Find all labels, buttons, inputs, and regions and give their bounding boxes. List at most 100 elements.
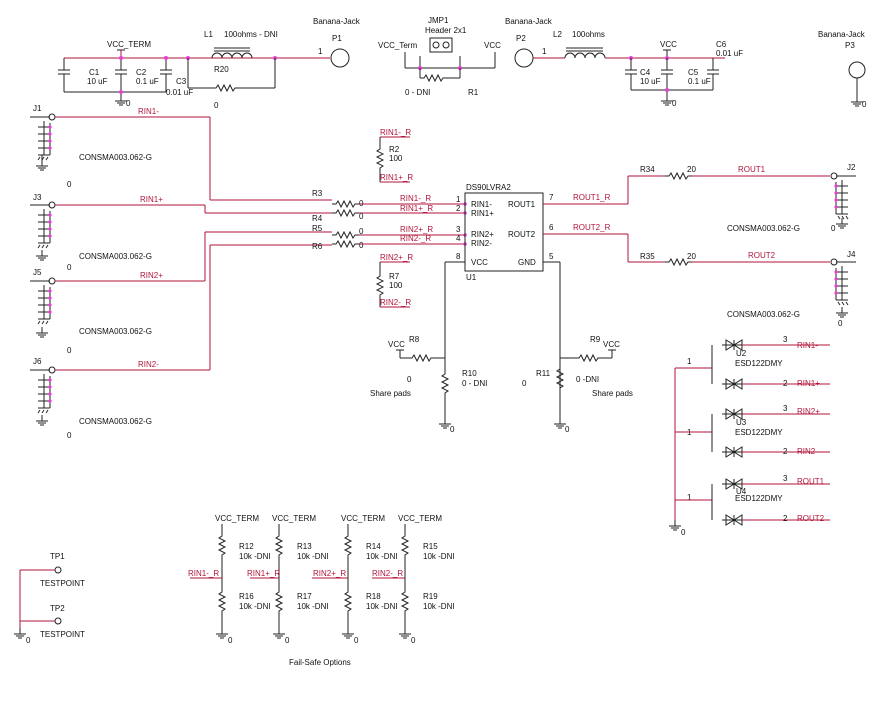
r16-ref: R16 bbox=[239, 592, 254, 601]
u3-pin2: 2 bbox=[783, 447, 788, 456]
net-rout2-r: ROUT2_R bbox=[573, 223, 611, 232]
ic-rin1m: RIN1- bbox=[471, 200, 492, 209]
ic-name: DS90LVRA2 bbox=[466, 183, 511, 192]
fs-vcc-term-1: VCC_TERM bbox=[215, 514, 259, 523]
j4-part: CONSMA003.062-G bbox=[727, 310, 800, 319]
fs-gnd-4: 0 bbox=[411, 636, 416, 645]
gnd-r11: 0 bbox=[565, 425, 570, 434]
r19-value: 10k -DNI bbox=[423, 602, 455, 611]
j2-gnd: 0 bbox=[831, 224, 836, 233]
gnd-r10: 0 bbox=[450, 425, 455, 434]
fs-gnd-1: 0 bbox=[228, 636, 233, 645]
tp-gnd: 0 bbox=[26, 636, 31, 645]
share-vcc-right: VCC bbox=[603, 340, 620, 349]
net-rout1: ROUT1 bbox=[738, 165, 766, 174]
u2-pin2: 2 bbox=[783, 379, 788, 388]
jmp-left-label: VCC_Term bbox=[378, 41, 417, 50]
u3-pin3: 3 bbox=[783, 404, 788, 413]
u4-ref: U4 bbox=[736, 487, 747, 496]
ic-pin5: 5 bbox=[549, 252, 554, 261]
c2-value: 0.1 uF bbox=[136, 77, 159, 86]
net-rin2p: RIN2+ bbox=[140, 271, 163, 280]
fs-net-rin1m: RIN1-_R bbox=[188, 569, 219, 578]
r2-value: 100 bbox=[389, 154, 403, 163]
u2-pin3: 3 bbox=[783, 335, 788, 344]
r8-ref: R8 bbox=[409, 335, 420, 344]
r7-ref: R7 bbox=[389, 272, 400, 281]
c6-value: 0.01 uF bbox=[716, 49, 743, 58]
r3-ref: R3 bbox=[312, 189, 323, 198]
l2-value: 100ohms bbox=[572, 30, 605, 39]
l1-ref: L1 bbox=[204, 30, 213, 39]
tp2-type: TESTPOINT bbox=[40, 630, 85, 639]
share-pads-right: Share pads bbox=[592, 389, 633, 398]
net-rin2m-r-b: RIN2-_R bbox=[380, 298, 411, 307]
ic-pin4: 4 bbox=[456, 234, 461, 243]
r4-ref: R4 bbox=[312, 214, 323, 223]
r17-ref: R17 bbox=[297, 592, 312, 601]
u2-net1: RIN1- bbox=[797, 341, 818, 350]
r19-ref: R19 bbox=[423, 592, 438, 601]
r2-ref: R2 bbox=[389, 145, 400, 154]
j1-part: CONSMA003.062-G bbox=[79, 153, 152, 162]
r12-value: 10k -DNI bbox=[239, 552, 271, 561]
j6-gnd: 0 bbox=[67, 431, 72, 440]
r16-value: 10k -DNI bbox=[239, 602, 271, 611]
tp2-ref: TP2 bbox=[50, 604, 65, 613]
j5-ref: J5 bbox=[33, 268, 42, 277]
r14-ref: R14 bbox=[366, 542, 381, 551]
c5-ref: C5 bbox=[688, 68, 699, 77]
r5-value: 0 bbox=[359, 227, 364, 236]
j4-ref: J4 bbox=[847, 250, 856, 259]
net-rout1-r: ROUT1_R bbox=[573, 193, 611, 202]
u3-net2: RIN2- bbox=[797, 447, 818, 456]
p3-ref: P3 bbox=[845, 41, 855, 50]
r35-ref: R35 bbox=[640, 252, 655, 261]
u3-net1: RIN2+ bbox=[797, 407, 820, 416]
r10-value: 0 - DNI bbox=[462, 379, 487, 388]
net-rout2: ROUT2 bbox=[748, 251, 776, 260]
jmp1-type: Header 2x1 bbox=[425, 26, 467, 35]
r1-value: 0 - DNI bbox=[405, 88, 430, 97]
j6-ref: J6 bbox=[33, 357, 42, 366]
c4-value: 10 uF bbox=[640, 77, 661, 86]
r20-ref: R20 bbox=[214, 65, 229, 74]
u4-net2: ROUT2 bbox=[797, 514, 825, 523]
j1-ref: J1 bbox=[33, 104, 42, 113]
r18-ref: R18 bbox=[366, 592, 381, 601]
l1-value: 100ohms - DNI bbox=[224, 30, 278, 39]
ic-ref: U1 bbox=[466, 273, 477, 282]
net-rin1m: RIN1- bbox=[138, 107, 159, 116]
j3-part: CONSMA003.062-G bbox=[79, 252, 152, 261]
r14-value: 10k -DNI bbox=[366, 552, 398, 561]
net-rin1p: RIN1+ bbox=[140, 195, 163, 204]
u4-part: ESD122DMY bbox=[735, 494, 783, 503]
c3-ref: C3 bbox=[176, 77, 187, 86]
fs-vcc-term-3: VCC_TERM bbox=[341, 514, 385, 523]
r18-value: 10k -DNI bbox=[366, 602, 398, 611]
ic-rout1: ROUT1 bbox=[508, 200, 536, 209]
r17-value: 10k -DNI bbox=[297, 602, 329, 611]
ic-rin2m: RIN2- bbox=[471, 239, 492, 248]
ic-pin7: 7 bbox=[549, 193, 554, 202]
gnd-label-2: 0 bbox=[672, 99, 677, 108]
r6-value: 0 bbox=[359, 241, 364, 250]
ic-rout2: ROUT2 bbox=[508, 230, 536, 239]
ic-pin2: 2 bbox=[456, 204, 461, 213]
c1-ref: C1 bbox=[89, 68, 100, 77]
ic-pin6: 6 bbox=[549, 223, 554, 232]
c4-ref: C4 bbox=[640, 68, 651, 77]
c6-ref: C6 bbox=[716, 40, 727, 49]
jmp1-ref: JMP1 bbox=[428, 16, 449, 25]
ic-pin3: 3 bbox=[456, 225, 461, 234]
r12-ref: R12 bbox=[239, 542, 254, 551]
u4-pin3: 3 bbox=[783, 474, 788, 483]
j3-ref: J3 bbox=[33, 193, 42, 202]
gnd-label-3: 0 bbox=[862, 100, 867, 109]
u2-net2: RIN1+ bbox=[797, 379, 820, 388]
p1-ref: P1 bbox=[332, 34, 342, 43]
ic-gnd: GND bbox=[518, 258, 536, 267]
ic-rin1p: RIN1+ bbox=[471, 209, 494, 218]
u4-net1: ROUT1 bbox=[797, 477, 825, 486]
c3-value: 0.01 uF bbox=[166, 88, 193, 97]
